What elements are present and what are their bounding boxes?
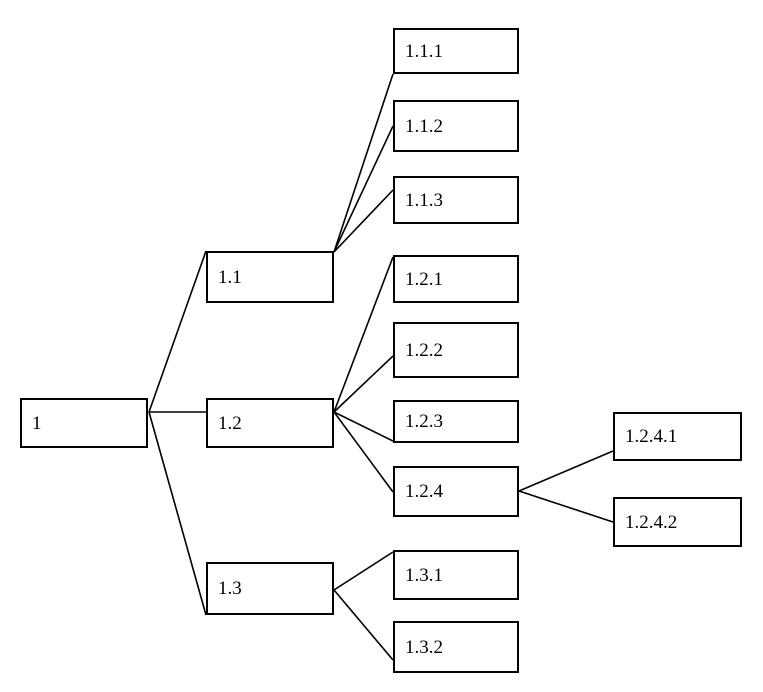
tree-node-n1_2_1[interactable]: 1.2.1 (393, 255, 519, 303)
tree-node-label: 1.3.2 (405, 636, 443, 658)
tree-edge-n1_3-to-n1_3_1 (333, 551, 394, 591)
tree-node-label: 1.1.1 (405, 40, 443, 62)
tree-node-n1_1[interactable]: 1.1 (206, 251, 334, 303)
tree-node-label: 1.2.1 (405, 268, 443, 290)
tree-node-label: 1.2.4.2 (625, 511, 678, 533)
tree-node-label: 1.1.2 (405, 115, 443, 137)
tree-node-n1_2[interactable]: 1.2 (206, 398, 334, 448)
tree-edge-n1_2-to-n1_2_1 (333, 256, 394, 413)
tree-edge-n1_2-to-n1_2_4 (333, 411, 394, 493)
tree-node-n1_1_2[interactable]: 1.1.2 (393, 100, 519, 152)
tree-node-label: 1.2.4 (405, 481, 443, 502)
tree-node-n1_3_1[interactable]: 1.3.1 (393, 550, 519, 600)
tree-node-label: 1.2.2 (405, 339, 443, 361)
tree-edge-n1-to-n1_1 (148, 250, 207, 413)
tree-node-n1_1_3[interactable]: 1.1.3 (393, 176, 519, 224)
tree-edge-n1_2-to-n1_2_3 (333, 411, 394, 442)
tree-node-n1_2_4_2[interactable]: 1.2.4.2 (613, 497, 742, 547)
tree-edge-n1_1-to-n1_1_3 (333, 189, 394, 253)
tree-node-n1_2_2[interactable]: 1.2.2 (393, 322, 519, 378)
tree-edge-n1-to-n1_3 (148, 411, 207, 616)
tree-edge-n1_2-to-n1_2_2 (333, 355, 394, 413)
tree-node-label: 1 (32, 412, 42, 434)
tree-edge-n1_2_4-to-n1_2_4_2 (518, 490, 614, 523)
tree-node-label: 1.1 (218, 266, 242, 288)
tree-node-n1_2_3[interactable]: 1.2.3 (393, 400, 519, 443)
tree-edge-n1_2_4-to-n1_2_4_1 (518, 450, 614, 492)
tree-node-n1_2_4_1[interactable]: 1.2.4.1 (613, 412, 742, 461)
tree-node-n1_3_2[interactable]: 1.3.2 (393, 621, 519, 673)
tree-node-n1_1_1[interactable]: 1.1.1 (393, 28, 519, 74)
tree-node-label: 1.2.4.1 (625, 426, 678, 447)
tree-edge-n1_3-to-n1_3_2 (333, 589, 394, 661)
tree-node-n1[interactable]: 1 (20, 398, 148, 448)
tree-node-n1_2_4[interactable]: 1.2.4 (393, 466, 519, 517)
tree-node-label: 1.1.3 (405, 189, 443, 211)
tree-node-label: 1.2.3 (405, 411, 443, 432)
tree-node-label: 1.3.1 (405, 564, 443, 586)
tree-edge-n1_1-to-n1_1_2 (333, 125, 394, 253)
tree-node-n1_3[interactable]: 1.3 (206, 562, 334, 615)
tree-edge-n1_1-to-n1_1_1 (333, 73, 394, 253)
tree-node-label: 1.2 (218, 412, 242, 434)
tree-node-label: 1.3 (218, 578, 242, 599)
